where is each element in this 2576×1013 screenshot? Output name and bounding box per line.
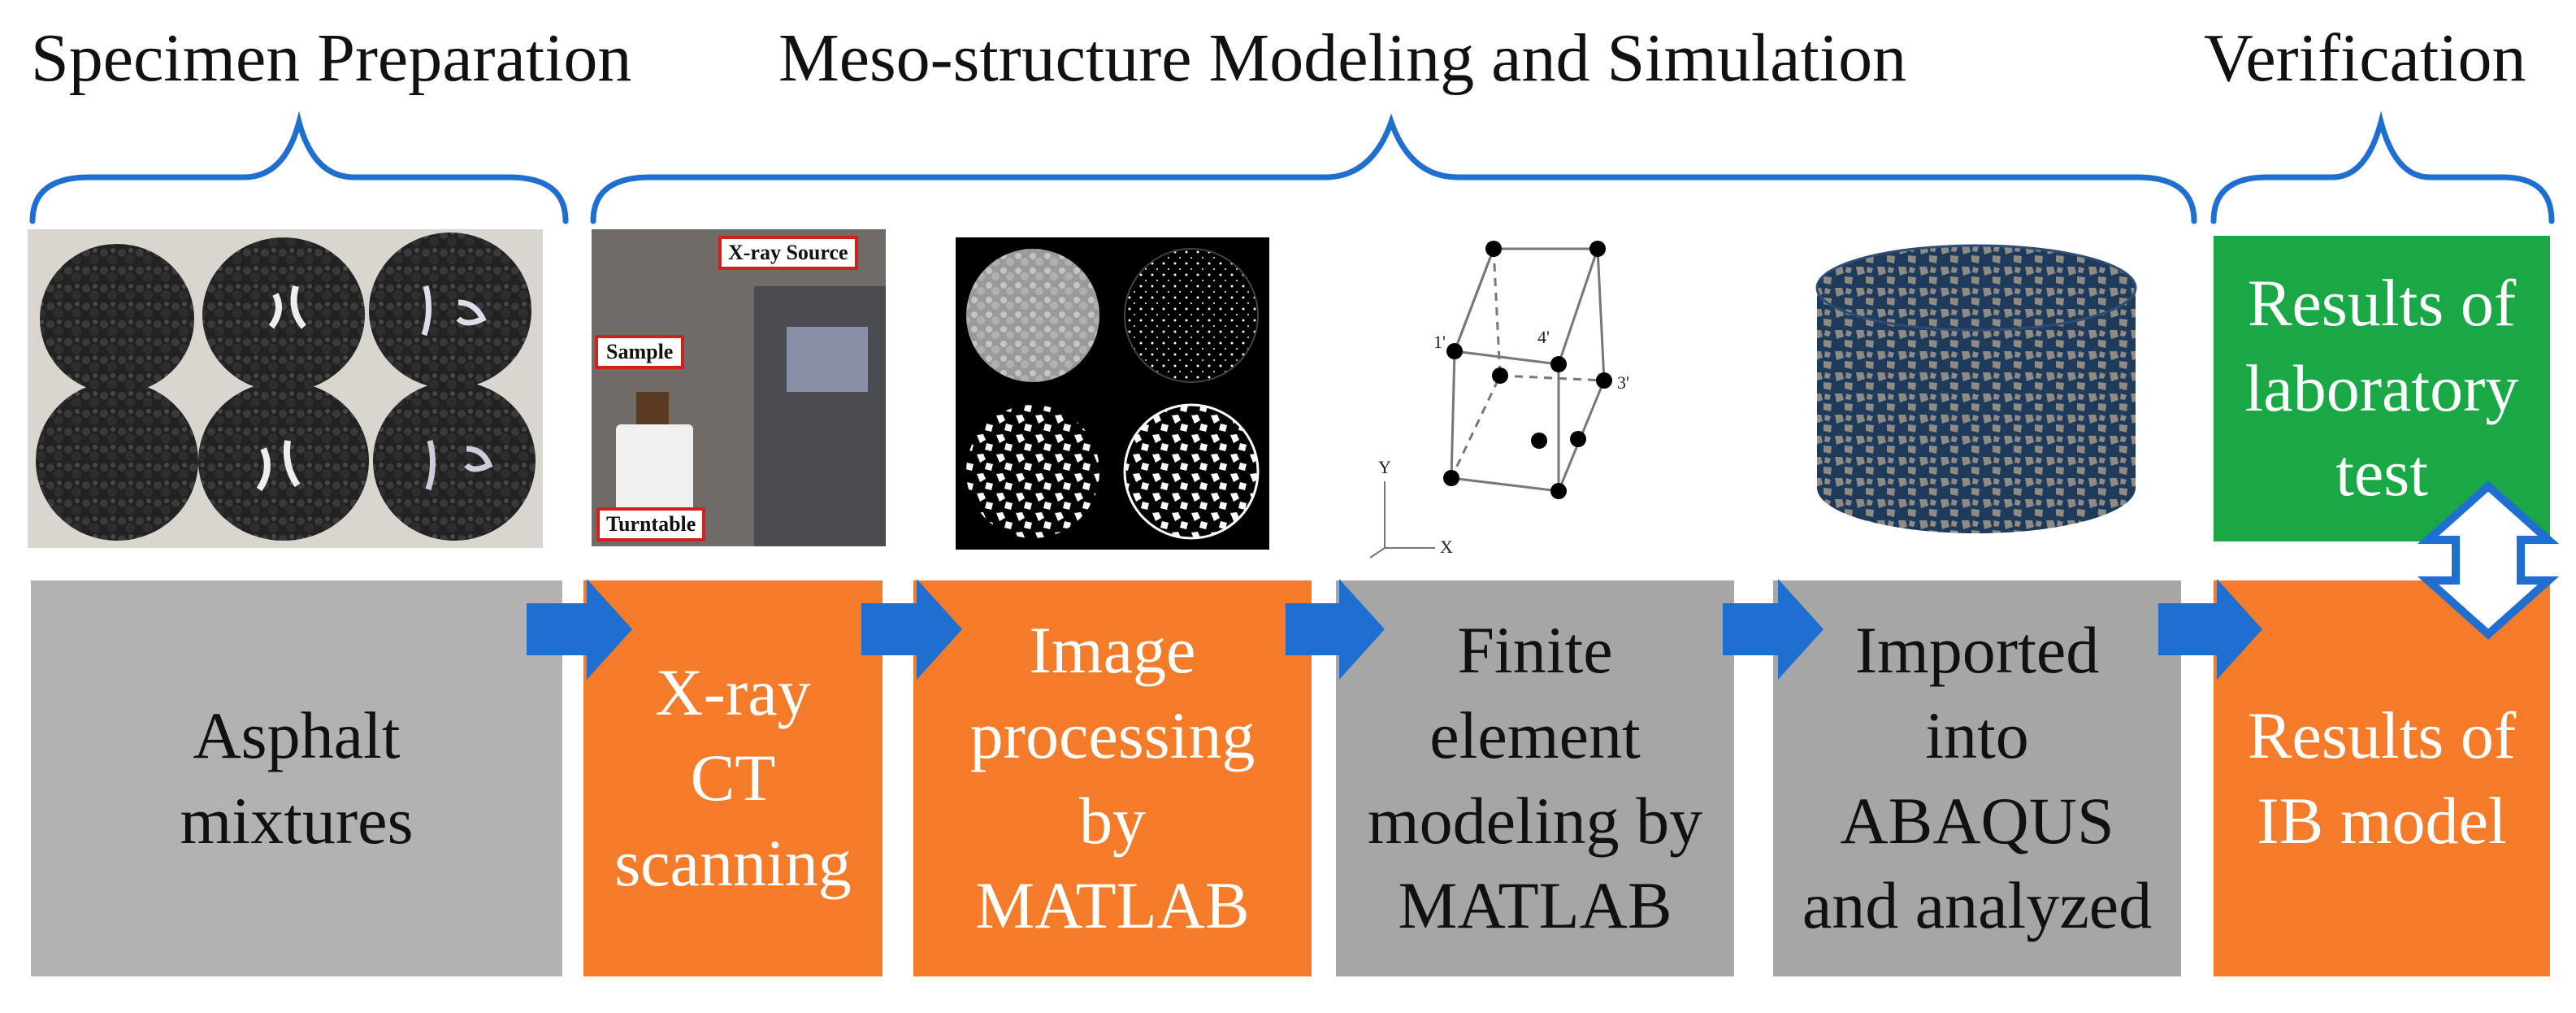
node xyxy=(1492,367,1508,384)
processing-panels-graphic xyxy=(966,248,1260,540)
node xyxy=(1485,241,1502,257)
brace-meso xyxy=(590,113,2197,224)
xray-source-label: X-ray Source xyxy=(718,236,858,270)
node xyxy=(1550,483,1567,499)
node xyxy=(1531,433,1547,449)
element-edges-inner xyxy=(1453,248,1599,491)
xray-detector-graphic xyxy=(787,327,868,392)
axis-label-x: X xyxy=(1440,537,1453,557)
node xyxy=(1596,372,1612,389)
node-label: 4' xyxy=(1537,327,1550,347)
xray-ct-photo: X-ray Source Sample Turntable xyxy=(592,229,886,546)
node-label: 1' xyxy=(1433,332,1446,352)
sample-block-graphic xyxy=(636,392,669,424)
element-edges-front xyxy=(1450,247,1606,493)
node xyxy=(1589,241,1606,257)
finite-element-diagram: 1' 4' 3' Y X xyxy=(1369,241,1629,559)
node xyxy=(1443,470,1459,486)
lab-results-label: Results of laboratory test xyxy=(2244,265,2519,511)
brace-specimen xyxy=(29,111,569,224)
sample-label: Sample xyxy=(595,335,685,369)
node xyxy=(1446,343,1463,359)
section-title-specimen: Specimen Preparation xyxy=(31,20,632,96)
section-title-meso: Meso-structure Modeling and Simulation xyxy=(778,20,1907,96)
brace-verification xyxy=(2210,111,2555,224)
turntable-graphic xyxy=(616,424,693,518)
xray-machine-graphic xyxy=(754,286,886,546)
specimen-cylinders-graphic xyxy=(36,233,536,541)
axes-graphic xyxy=(1369,481,1435,559)
node xyxy=(1570,431,1586,447)
abaqus-model-graphic xyxy=(1815,244,2137,533)
lab-results-box: Results of laboratory test xyxy=(2214,236,2550,541)
asphalt-specimens-photo xyxy=(28,229,543,548)
section-title-verification: Verification xyxy=(2204,20,2526,96)
axis-label-y: Y xyxy=(1378,457,1391,477)
section-braces xyxy=(29,111,2555,224)
node-label: 3' xyxy=(1617,372,1629,393)
node xyxy=(1550,356,1567,372)
image-processing-figure xyxy=(956,237,1269,550)
turntable-label: Turntable xyxy=(596,507,706,541)
